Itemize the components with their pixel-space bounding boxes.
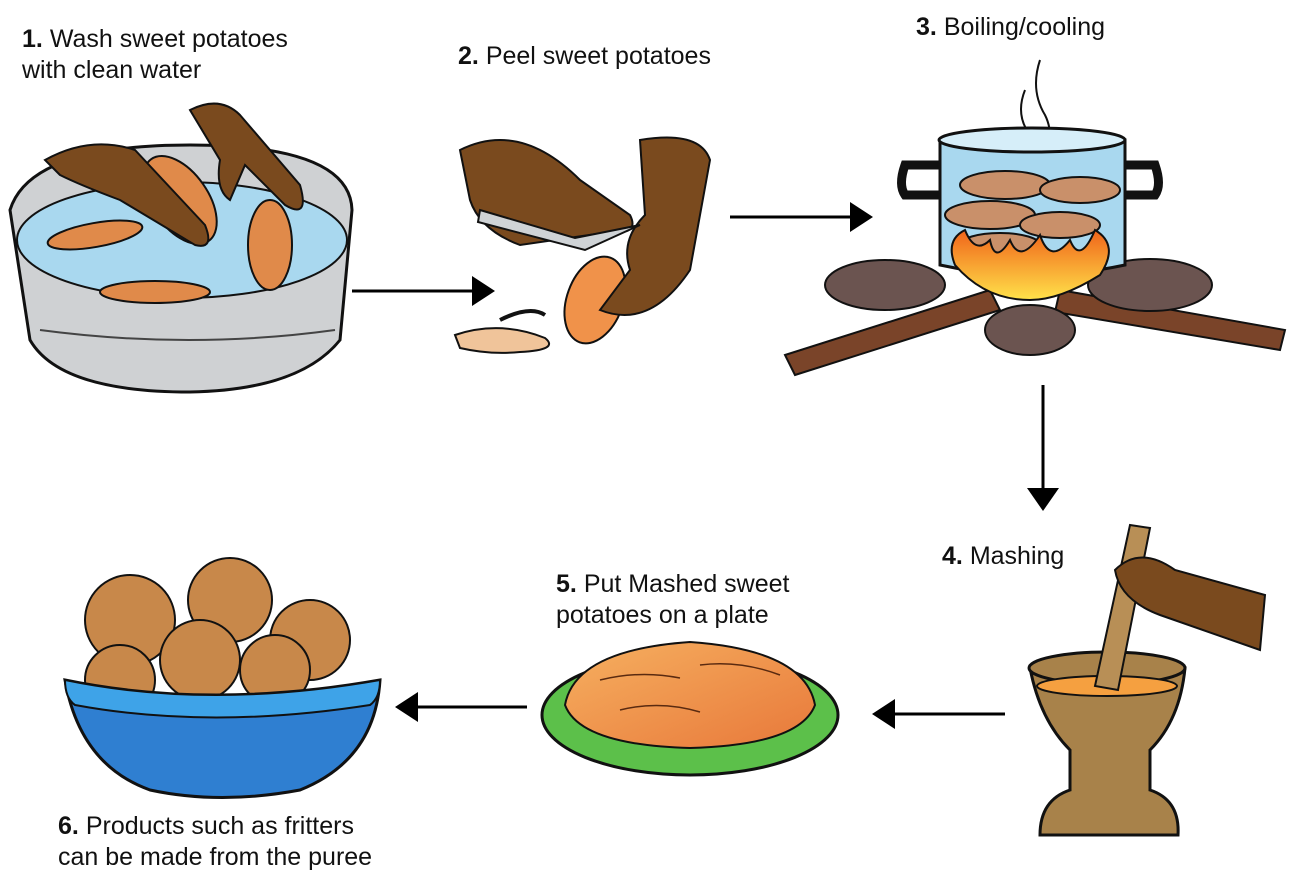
arrow-5-to-6 xyxy=(395,692,527,722)
fritters-bowl-illustration xyxy=(65,558,380,798)
arrow-3-to-4 xyxy=(1027,385,1059,511)
pot-handle xyxy=(902,165,941,195)
stone xyxy=(985,305,1075,355)
pot-handle xyxy=(1125,165,1159,195)
hand-icon xyxy=(1115,558,1265,651)
sweet-potato xyxy=(100,281,210,303)
plate-illustration xyxy=(542,642,838,775)
arrow-4-to-5 xyxy=(872,699,1005,729)
sweet-potato xyxy=(960,171,1050,199)
washing-basin-illustration xyxy=(10,104,352,392)
mashed-potato xyxy=(565,642,815,748)
stone xyxy=(825,260,945,310)
arrow-1-to-2 xyxy=(352,276,495,306)
sweet-potato xyxy=(248,200,292,290)
mortar-illustration xyxy=(1029,525,1265,835)
sweet-potato xyxy=(1040,177,1120,203)
peel-scraps xyxy=(455,328,549,353)
sweet-potato xyxy=(1020,212,1100,238)
peeling-illustration xyxy=(455,138,710,353)
arrow-2-to-3 xyxy=(730,202,873,232)
fritter xyxy=(160,620,240,700)
